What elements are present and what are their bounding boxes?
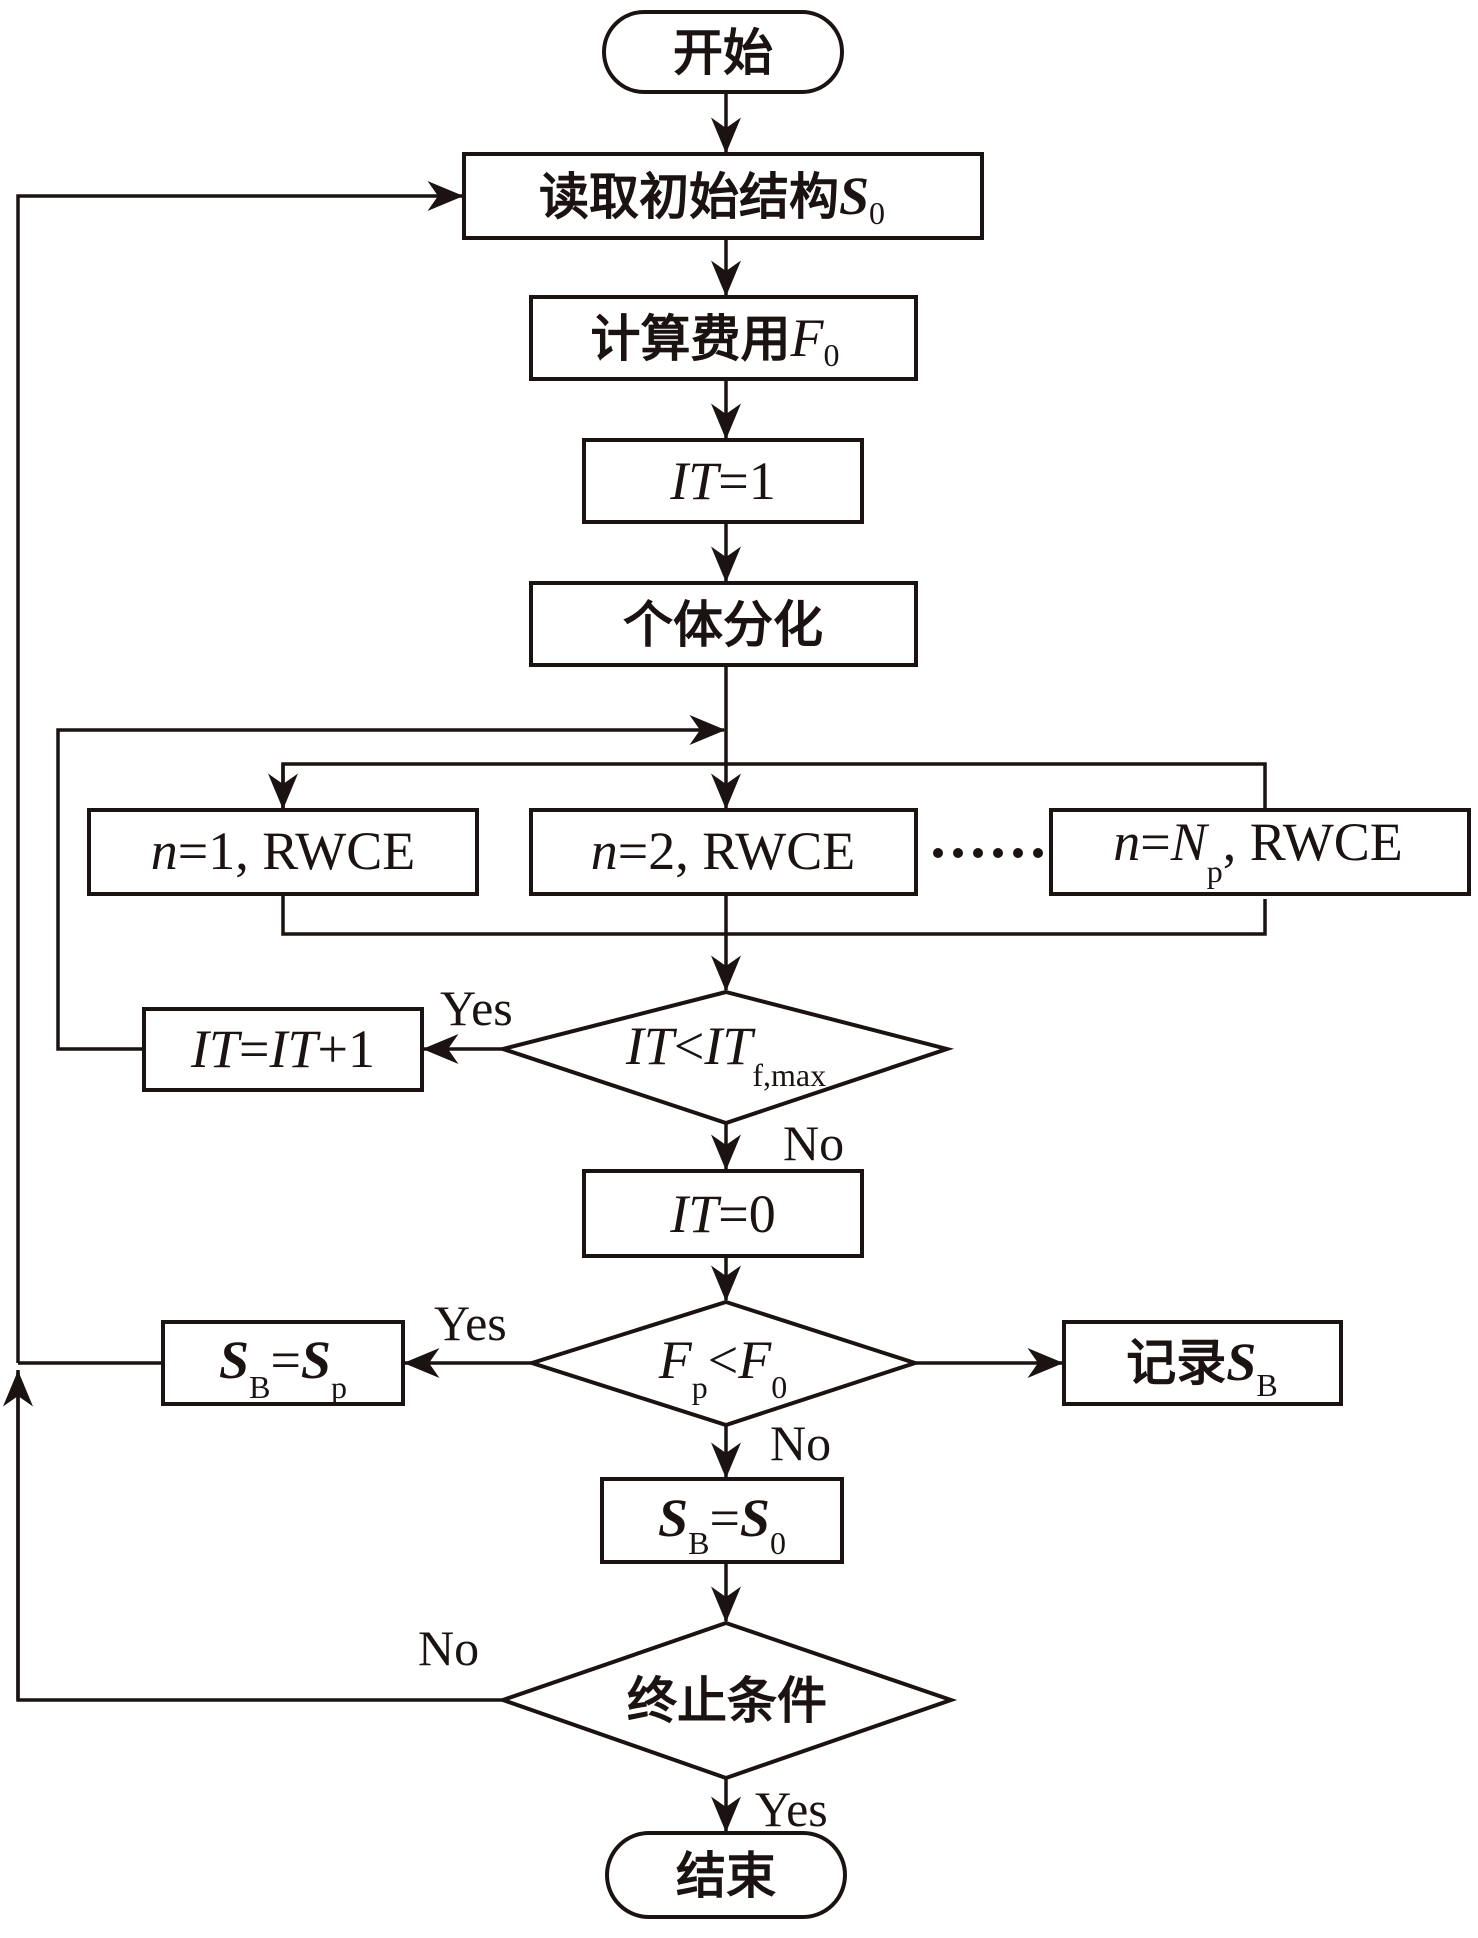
node-rwce-2: n=2, RWCE [529,808,918,896]
read-structure-label: 读取初始结构S0 [539,166,885,231]
node-start: 开始 [602,10,844,94]
start-label: 开始 [673,23,773,82]
node-rwce-np: n=Np, RWCE [1049,808,1471,896]
node-sb-sp: SB=Sp [161,1320,405,1406]
node-cond-cost: Fp<F0 [525,1299,922,1428]
node-it-init: IT=1 [582,438,864,524]
node-record-sb: 记录SB [1062,1320,1343,1406]
label-cond-iter-no: No [783,1115,844,1171]
dot [933,848,943,858]
dot [973,848,983,858]
node-cond-iter: IT<ITf,max [495,989,955,1126]
individual-differentiation-label: 个体分化 [623,595,823,654]
node-cond-stop: 终止条件 [496,1620,958,1781]
node-compute-cost: 计算费用F0 [529,295,918,381]
node-it-reset: IT=0 [582,1169,864,1258]
it-reset-label: IT=0 [669,1184,775,1244]
cond-cost-label: Fp<F0 [658,1330,787,1405]
node-end: 结束 [605,1831,847,1919]
label-cond-cost-yes: Yes [434,1295,507,1351]
dot [953,848,963,858]
rwce-np-label: n=Np, RWCE [1113,812,1403,889]
it-init-label: IT=1 [669,451,775,511]
sb-s0-label: SB=S0 [658,1488,786,1561]
end-label: 结束 [676,1846,776,1905]
dot [1013,848,1023,858]
cond-stop-label: 终止条件 [627,1671,827,1730]
sb-sp-label: SB=Sp [219,1330,347,1405]
label-cond-stop-yes: Yes [755,1781,828,1837]
cond-iter-label: IT<ITf,max [625,1016,826,1093]
rwce-1-label: n=1, RWCE [151,821,415,881]
dot [1033,848,1043,858]
label-cond-iter-yes: Yes [440,980,513,1036]
loop-back-iteration [56,715,726,1051]
record-sb-label: 记录SB [1126,1332,1277,1403]
compute-cost-label: 计算费用F0 [591,308,840,373]
ellipsis-dots [933,848,1043,858]
node-individual-differentiation: 个体分化 [529,581,918,667]
node-rwce-1: n=1, RWCE [87,808,479,896]
label-cond-stop-no: No [418,1620,479,1676]
label-cond-cost-no: No [770,1415,831,1471]
outer-rail-top [16,181,464,1363]
node-it-increment: IT=IT+1 [142,1007,424,1092]
collection-bar [281,894,1267,936]
dot [993,848,1003,858]
distribution-bar [281,762,1267,810]
node-sb-s0: SB=S0 [600,1477,844,1564]
edge-labels: Yes No Yes No No Yes [418,980,844,1837]
rwce-2-label: n=2, RWCE [591,821,855,881]
it-increment-label: IT=IT+1 [190,1019,375,1079]
node-read-structure: 读取初始结构S0 [462,152,984,240]
connectors [2,92,1267,1833]
